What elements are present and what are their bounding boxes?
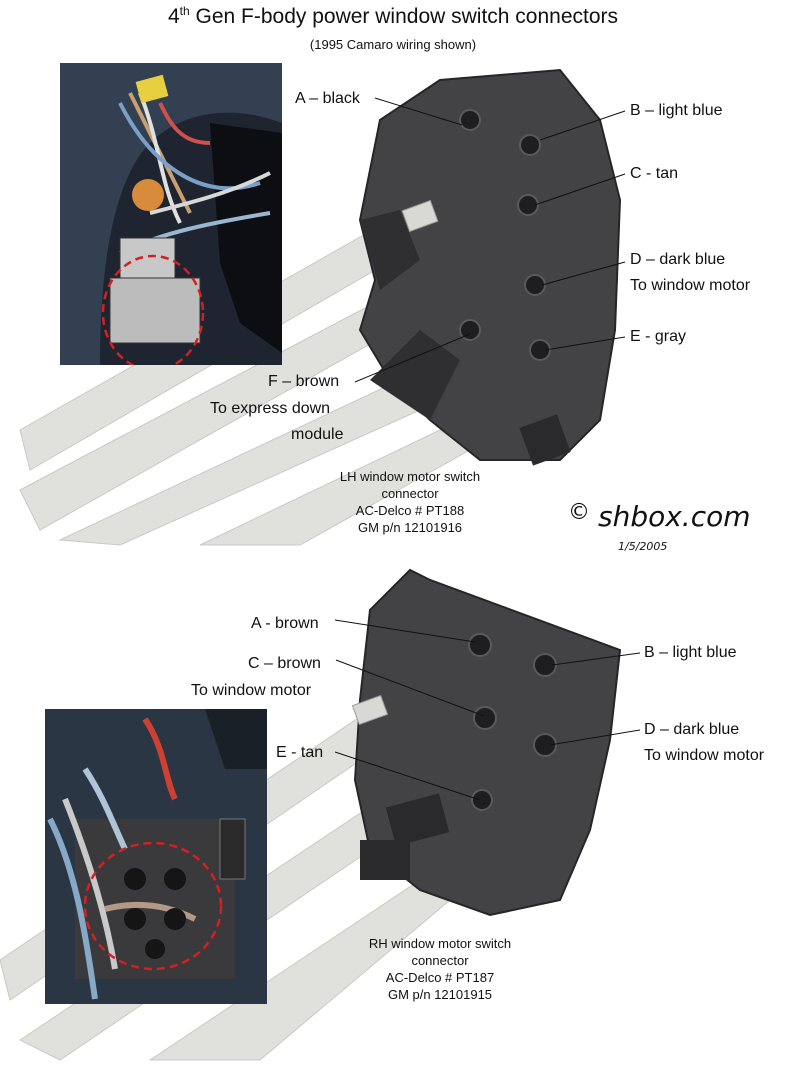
rh-caption-line: RH window motor switch bbox=[368, 936, 512, 951]
lh-pin-d-sub: To window motor bbox=[630, 277, 751, 294]
yellow-tape bbox=[135, 74, 169, 104]
lh-pin-f-sub: To express down bbox=[210, 400, 331, 417]
lh-pin-d-label: D – dark blue bbox=[630, 251, 726, 268]
page-title: 4th Gen F-body power window switch conne… bbox=[167, 4, 619, 28]
lh-caption-line: LH window motor switch bbox=[339, 469, 481, 484]
lh-caption: LH window motor switch connector AC-Delc… bbox=[300, 468, 520, 536]
lh-leader-lines bbox=[354, 97, 626, 383]
rh-connector bbox=[351, 568, 622, 917]
watermark-date: 1/5/2005 bbox=[618, 540, 668, 553]
lh-door-photo bbox=[60, 63, 282, 365]
rh-leader-lines bbox=[334, 619, 641, 801]
watermark-site: shbox.com bbox=[598, 500, 751, 533]
rh-caption: RH window motor switch connector AC-Delc… bbox=[330, 935, 550, 1003]
rh-highlight-circle bbox=[83, 841, 223, 971]
lh-connector bbox=[358, 68, 622, 466]
rh-caption-line: GM p/n 12101915 bbox=[387, 987, 493, 1002]
rh-pin-b-label: B – light blue bbox=[644, 644, 737, 661]
lh-pin-a-label: A – black bbox=[295, 90, 360, 107]
rh-pin-c-sub: To window motor bbox=[191, 682, 312, 699]
rh-caption-line: AC-Delco # PT187 bbox=[385, 970, 495, 985]
rh-door-photo bbox=[45, 709, 267, 1004]
lh-pin-c-label: C - tan bbox=[630, 165, 679, 182]
rh-caption-line: connector bbox=[411, 953, 469, 968]
rh-pin-e-label: E - tan bbox=[276, 744, 324, 761]
rh-pin-c-label: C – brown bbox=[248, 655, 321, 672]
lh-highlight-circle bbox=[101, 254, 205, 365]
lh-pin-b-label: B – light blue bbox=[630, 102, 723, 119]
lh-pin-f-sub2: module bbox=[291, 426, 344, 443]
copyright-symbol: © bbox=[568, 500, 590, 525]
rh-pin-a-label: A - brown bbox=[251, 615, 319, 632]
page-subtitle: (1995 Camaro wiring shown) bbox=[309, 37, 477, 52]
orange-lamp bbox=[132, 179, 164, 211]
rh-pin-d-label: D – dark blue bbox=[644, 721, 740, 738]
lh-pin-e-label: E - gray bbox=[630, 328, 687, 345]
rh-pin-d-sub: To window motor bbox=[644, 747, 765, 764]
lh-caption-line: AC-Delco # PT188 bbox=[355, 503, 465, 518]
lh-caption-line: GM p/n 12101916 bbox=[357, 520, 463, 535]
lh-caption-line: connector bbox=[381, 486, 439, 501]
lh-pin-f-label: F – brown bbox=[268, 373, 340, 390]
